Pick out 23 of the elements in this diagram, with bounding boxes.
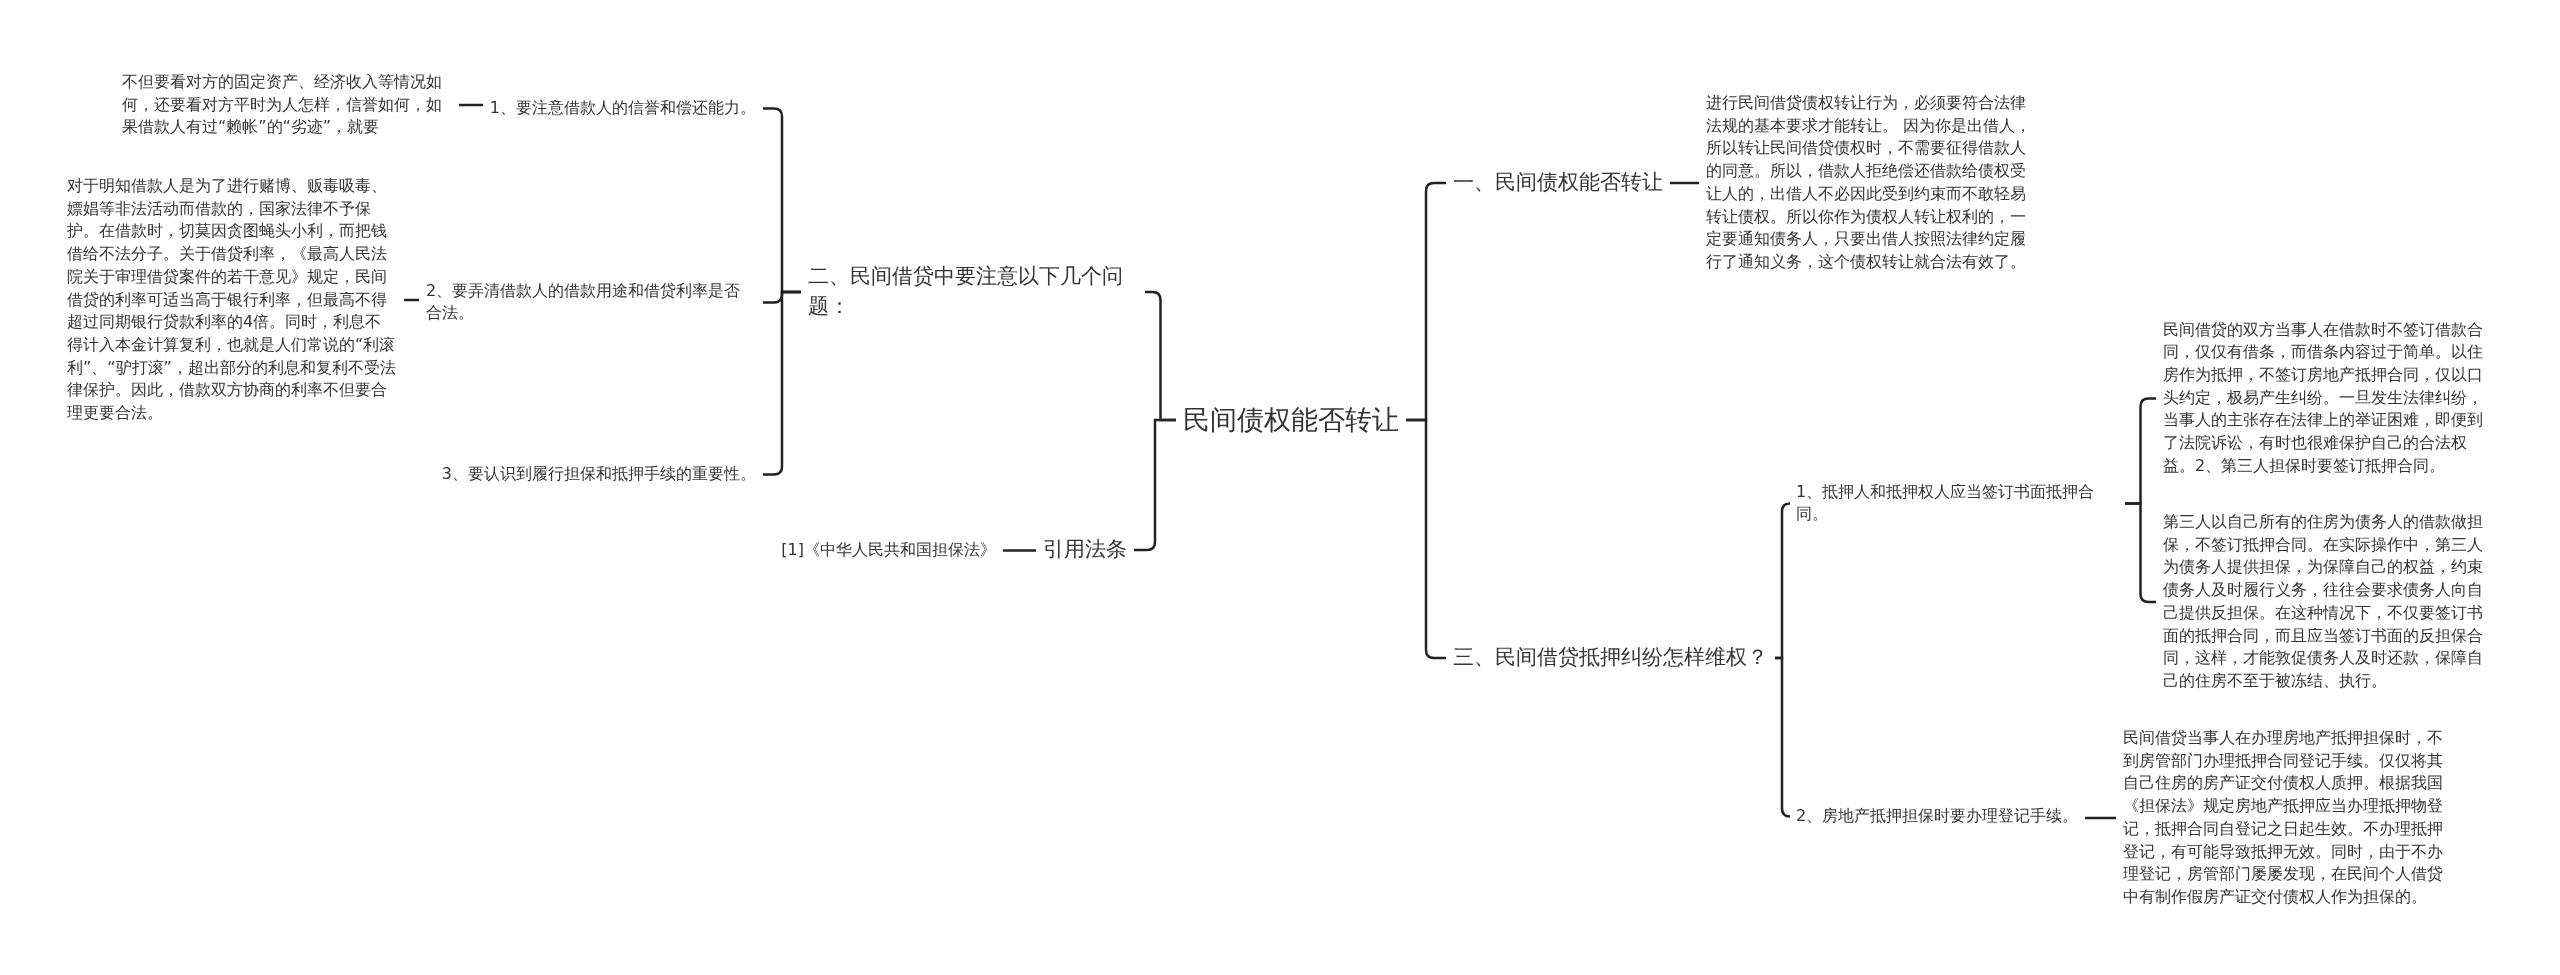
branch-topic: 二、民间借贷中要注意以下几个问题：: [808, 262, 1138, 322]
subtopic: 2、房地产抵押担保时要办理登记手续。: [1796, 804, 2079, 828]
connector-line: [2085, 816, 2116, 820]
detail-text: 民间借贷的双方当事人在借款时不签订借款合同，仅仅有借条，而借条内容过于简单。以住房作为抵押，不签订房地产抵押合同，仅以口头约定，极易产生纠纷。一旦发生法律纠纷，当事人的主张存在法律上的举证困难，即便到了法院诉讼，有时也很难保护自己的合法权益。2、第三人担保时要签订抵押合同。: [2163, 318, 2493, 478]
subtopic: 1、抵押人和抵押权人应当签订书面抵押合同。: [1796, 480, 2118, 526]
subtopic: 1、要注意借款人的信誉和偿还能力。: [489, 96, 756, 120]
connector-line: [404, 298, 419, 302]
connector-line: [459, 103, 483, 107]
detail-text: 进行民间借贷债权转让行为，必须要符合法律法规的基本要求才能转让。 因为你是出借人，所以转让民间借贷债权时，不需要征得借款人的同意。所以，借款人拒绝偿还借款给债权受让人的，出借人不必因此受到约束而不敢轻易转让债权。所以你作为债权人转让权利的，一定要通知债务人，只要出借人按照法律约定履行了通知义务，这个债权转让就合法有效了。: [1706, 92, 2036, 274]
connector-line: [1670, 181, 1699, 185]
detail-text: 第三人以自己所有的住房为债务人的借款做担保，不签订抵押合同。在实际操作中，第三人为债务人提供担保，为保障自己的权益，约束债务人及时履行义务，往往会要求债务人向自己提供反担保。在这种情况下，不仅要签订书面的抵押合同，而且应当签订书面的反担保合同，这样，才能敦促债务人及时还款，保障自己的住房不至于被冻结、执行。: [2163, 511, 2493, 693]
detail-text: 不但要看对方的固定资产、经济收入等情况如何，还要看对方平时为人怎样，信誉如何，如果借款人有过“赖帐”的“劣迹”，就要: [122, 71, 452, 140]
reference-text: [1]《中华人民共和国担保法》: [781, 538, 996, 562]
detail-text: 对于明知借款人是为了进行赌博、贩毒吸毒、嫖娼等非法活动而借款的，国家法律不予保护。在借款时，切莫因贪图蝇头小利，而把钱借给不法分子。关于借贷利率，《最高人民法院关于审理借贷案件的若干意见》规定，民间借贷的利率可适当高于银行利率，但最高不得超过同期银行贷款利率的4倍。同时，利息不得计入本金计算复利，也就是人们常说的“利滚利”、“驴打滚”，超出部分的利息和复利不受法律保护。因此，借款双方协商的利率不但要合理更要合法。: [67, 175, 397, 425]
branch-topic: 一、民间债权能否转让: [1453, 168, 1663, 198]
connector-line: [1003, 549, 1036, 552]
branch-topic: 引用法条: [1043, 535, 1127, 565]
subtopic: 3、要认识到履行担保和抵押手续的重要性。: [441, 462, 756, 486]
subtopic: 2、要弄清借款人的借款用途和借贷利率是否合法。: [426, 279, 756, 325]
root-topic: 民间债权能否转让: [1183, 401, 1399, 440]
branch-topic: 三、民间借贷抵押纠纷怎样维权？: [1453, 643, 1768, 673]
detail-text: 民间借贷当事人在办理房地产抵押担保时，不到房管部门办理抵押合同登记手续。仅仅将其自己住房的房产证交付债权人质押。根据我国《担保法》规定房地产抵押应当办理抵押物登记，抵押合同自登记之日起生效。不办理抵押登记，有可能导致抵押无效。同时，由于不办理登记，房管部门屡屡发现，在民间个人借贷中有制作假房产证交付债权人作为担保的。: [2123, 727, 2453, 909]
connector-line: [1775, 656, 1792, 818]
